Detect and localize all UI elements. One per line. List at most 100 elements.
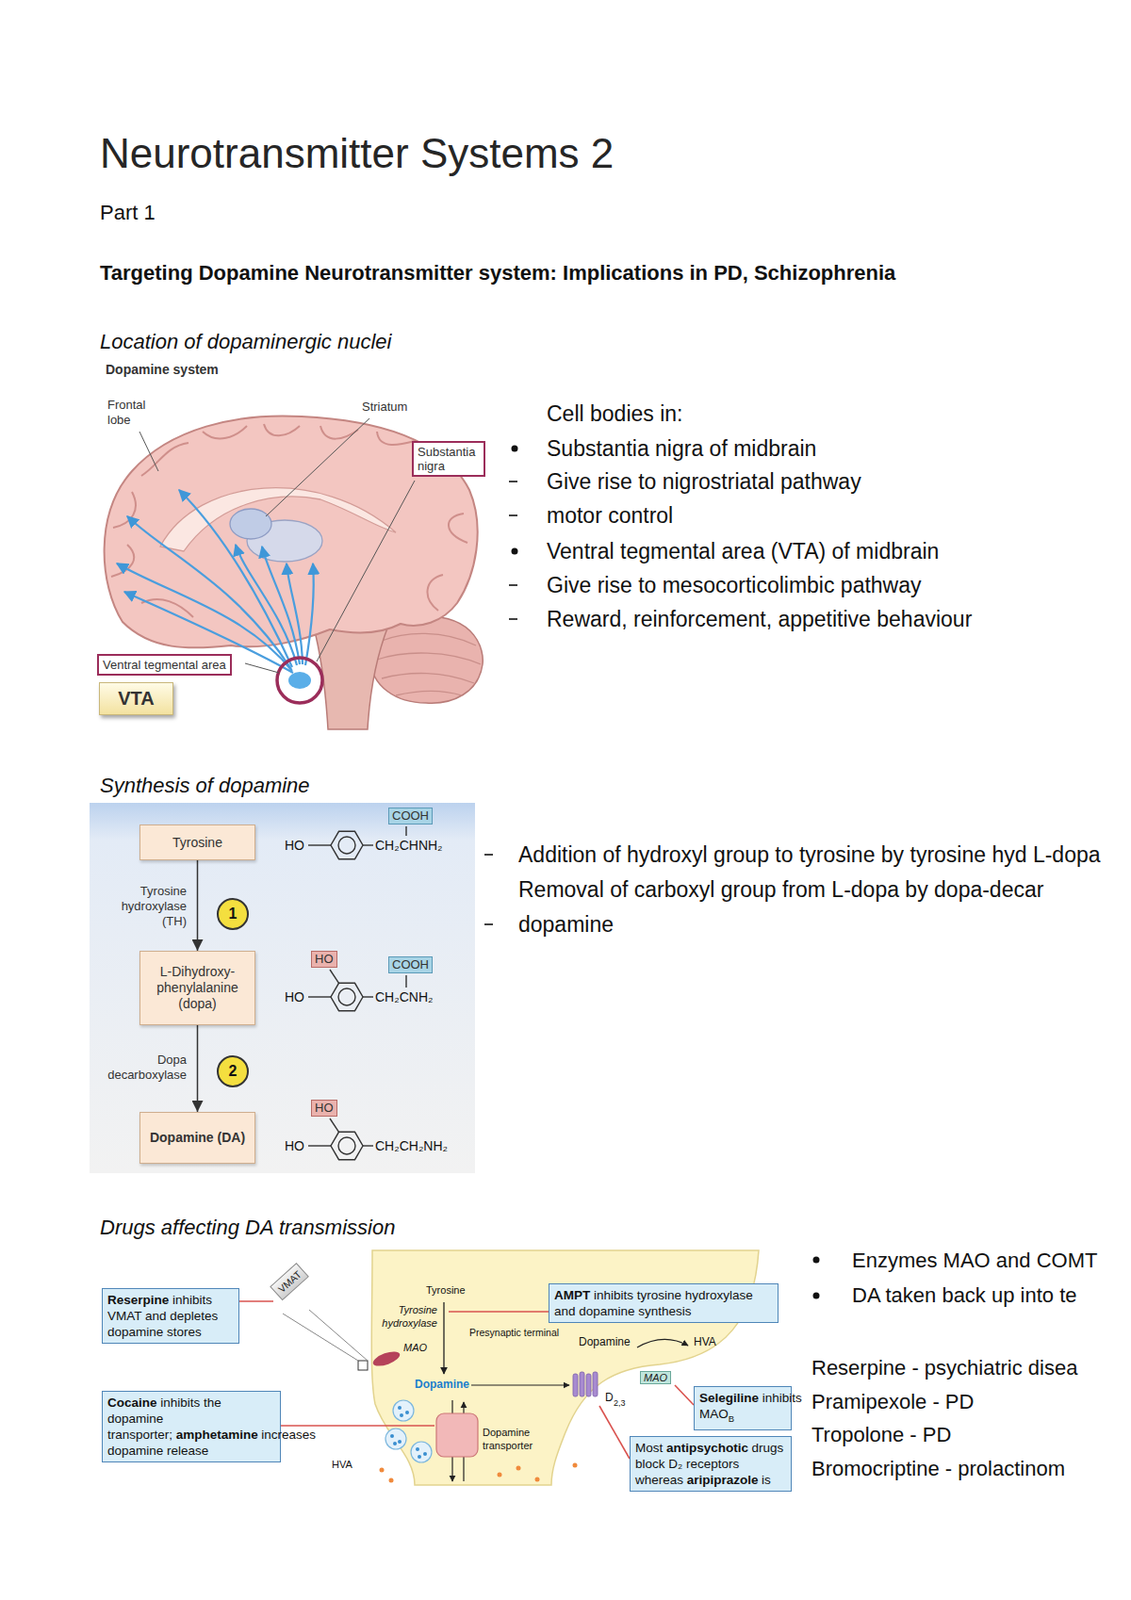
hydroxyl-highlight: HO	[311, 950, 338, 968]
chemical-group: HO	[284, 988, 305, 1006]
enzyme-label: Tyrosine hydroxylase (TH)	[94, 884, 187, 930]
reaction-arrow	[196, 1025, 199, 1113]
synthesis-illustration	[89, 803, 476, 1174]
list-markers	[813, 1257, 820, 1264]
page-title: Neurotransmitter Systems 2	[99, 129, 614, 179]
box-text: Substantia nigra	[417, 444, 476, 474]
brain-illustration	[377, 633, 481, 696]
note-line: Enzymes MAO and COMT	[852, 1243, 1128, 1279]
synapse-illustration	[397, 1406, 402, 1410]
part-label: Dopamine transporter	[482, 1426, 549, 1454]
synapse-illustration	[579, 1372, 585, 1397]
brain-illustration	[179, 490, 293, 668]
synthesis-illustration	[330, 831, 363, 859]
subtitle: Part 1	[99, 199, 156, 227]
box-text: antipsychotic	[666, 1441, 749, 1456]
synapse-illustration	[573, 1463, 578, 1469]
synthesis-illustration	[405, 826, 407, 836]
drug-callout: Selegilineinhibits MAOB	[693, 1386, 792, 1431]
synthesis-illustration	[338, 988, 356, 1006]
brain-illustration	[265, 418, 370, 517]
drug-callout: Reserpineinhibits VMAT and depletes dopa…	[101, 1288, 240, 1345]
part-label: Striatum	[361, 399, 408, 415]
list-markers	[813, 1293, 820, 1300]
molecule-box: Dopamine (DA)	[139, 1112, 256, 1164]
note-line: DA taken back up into te	[852, 1278, 1128, 1313]
carboxyl-highlight: COOH	[388, 807, 433, 825]
synthesis-illustration	[338, 836, 356, 854]
list-markers	[484, 853, 493, 856]
synapse-illustration	[385, 1428, 407, 1450]
synapse-illustration	[309, 1310, 368, 1361]
synthesis-illustration	[89, 803, 476, 1174]
note-line: Pramipexole - PD	[811, 1385, 1128, 1420]
step-number: 1	[216, 898, 249, 931]
part-label: Frontal lobe	[107, 397, 164, 428]
brain-illustration	[245, 663, 279, 673]
synapse-illustration	[448, 1311, 549, 1313]
synthesis-illustration	[362, 844, 374, 846]
brain-illustration	[127, 516, 292, 670]
synapse-illustration	[535, 1477, 541, 1483]
list-subitem: Give rise to mesocorticolimbic pathway	[546, 572, 922, 599]
box-text: HO	[314, 1100, 334, 1115]
part-label: MAO	[403, 1342, 427, 1356]
list-markers	[484, 923, 493, 926]
synthesis-illustration	[338, 1137, 356, 1155]
box-text: AMPT	[554, 1288, 591, 1303]
synapse-illustration	[516, 1466, 522, 1472]
box-text: Dopamine (DA)	[146, 1130, 249, 1147]
part-label: HVA	[331, 1458, 353, 1473]
abbreviation-box: VTA	[98, 682, 174, 716]
brain-illustration	[139, 431, 159, 472]
synapse-illustration	[497, 1473, 503, 1478]
region-label-box: Substantia nigra	[411, 441, 486, 477]
box-text: COOH	[392, 957, 429, 972]
box-text: HO	[314, 951, 334, 967]
synapse-illustration	[471, 1384, 570, 1386]
synapse-illustration	[385, 1400, 432, 1463]
synapse-illustration	[399, 1413, 404, 1418]
note-line: Reserpine - psychiatric disea	[811, 1351, 1128, 1386]
step-number: 2	[216, 1055, 249, 1088]
synthesis-illustration	[330, 983, 363, 1011]
synapse-illustration	[674, 1385, 694, 1406]
synapse-illustration	[442, 1302, 444, 1375]
synapse-illustration	[397, 1440, 402, 1444]
part-label: HVA	[693, 1335, 717, 1350]
synapse-illustration	[358, 1360, 368, 1371]
text-column: Addition of hydroxyl group to tyrosine b…	[518, 837, 1127, 943]
enzyme-box: MAO	[639, 1371, 672, 1385]
box-text: Cocaine	[107, 1395, 158, 1410]
list-item: Substantia nigra of midbrain	[546, 435, 817, 462]
list-markers	[508, 584, 518, 587]
synapse-illustration	[592, 1372, 598, 1397]
receptor-label: D	[605, 1391, 614, 1406]
synapse-illustration	[417, 1455, 422, 1459]
brain-illustration	[305, 563, 314, 666]
text-run: Selegilineinhibits MAOB	[699, 1390, 787, 1427]
brain-illustration	[312, 623, 389, 730]
synapse-illustration	[410, 1442, 432, 1463]
note-line: Addition of hydroxyl group to tyrosine b…	[518, 837, 1127, 873]
chemical-formula: CH₂CHNH₂	[375, 836, 443, 854]
drug-callout: AMPTinhibits tyrosine hydroxylase and do…	[548, 1283, 779, 1324]
synthesis-illustration	[362, 1145, 374, 1147]
subsection-heading: Synthesis of dopamine	[99, 772, 311, 800]
synapse-illustration	[393, 1442, 397, 1446]
list-markers	[508, 480, 518, 483]
brain-illustration	[277, 657, 323, 704]
synapse-illustration	[379, 1463, 578, 1484]
synthesis-illustration	[329, 1118, 340, 1132]
synapse-illustration	[586, 1374, 591, 1397]
text-column: Enzymes MAO and COMTDA taken back up int…	[852, 1243, 1128, 1313]
list-item: Ventral tegmental area (VTA) of midbrain	[546, 538, 939, 565]
brain-illustration	[139, 418, 415, 673]
box-text: MAO	[643, 1372, 668, 1384]
box-text: VTA	[117, 688, 155, 710]
list-markers	[511, 445, 519, 453]
box-text: Reserpine	[107, 1293, 169, 1308]
synapse-illustration	[379, 1468, 385, 1474]
box-text: 1	[229, 905, 238, 923]
figure-title: Dopamine system	[105, 360, 219, 378]
